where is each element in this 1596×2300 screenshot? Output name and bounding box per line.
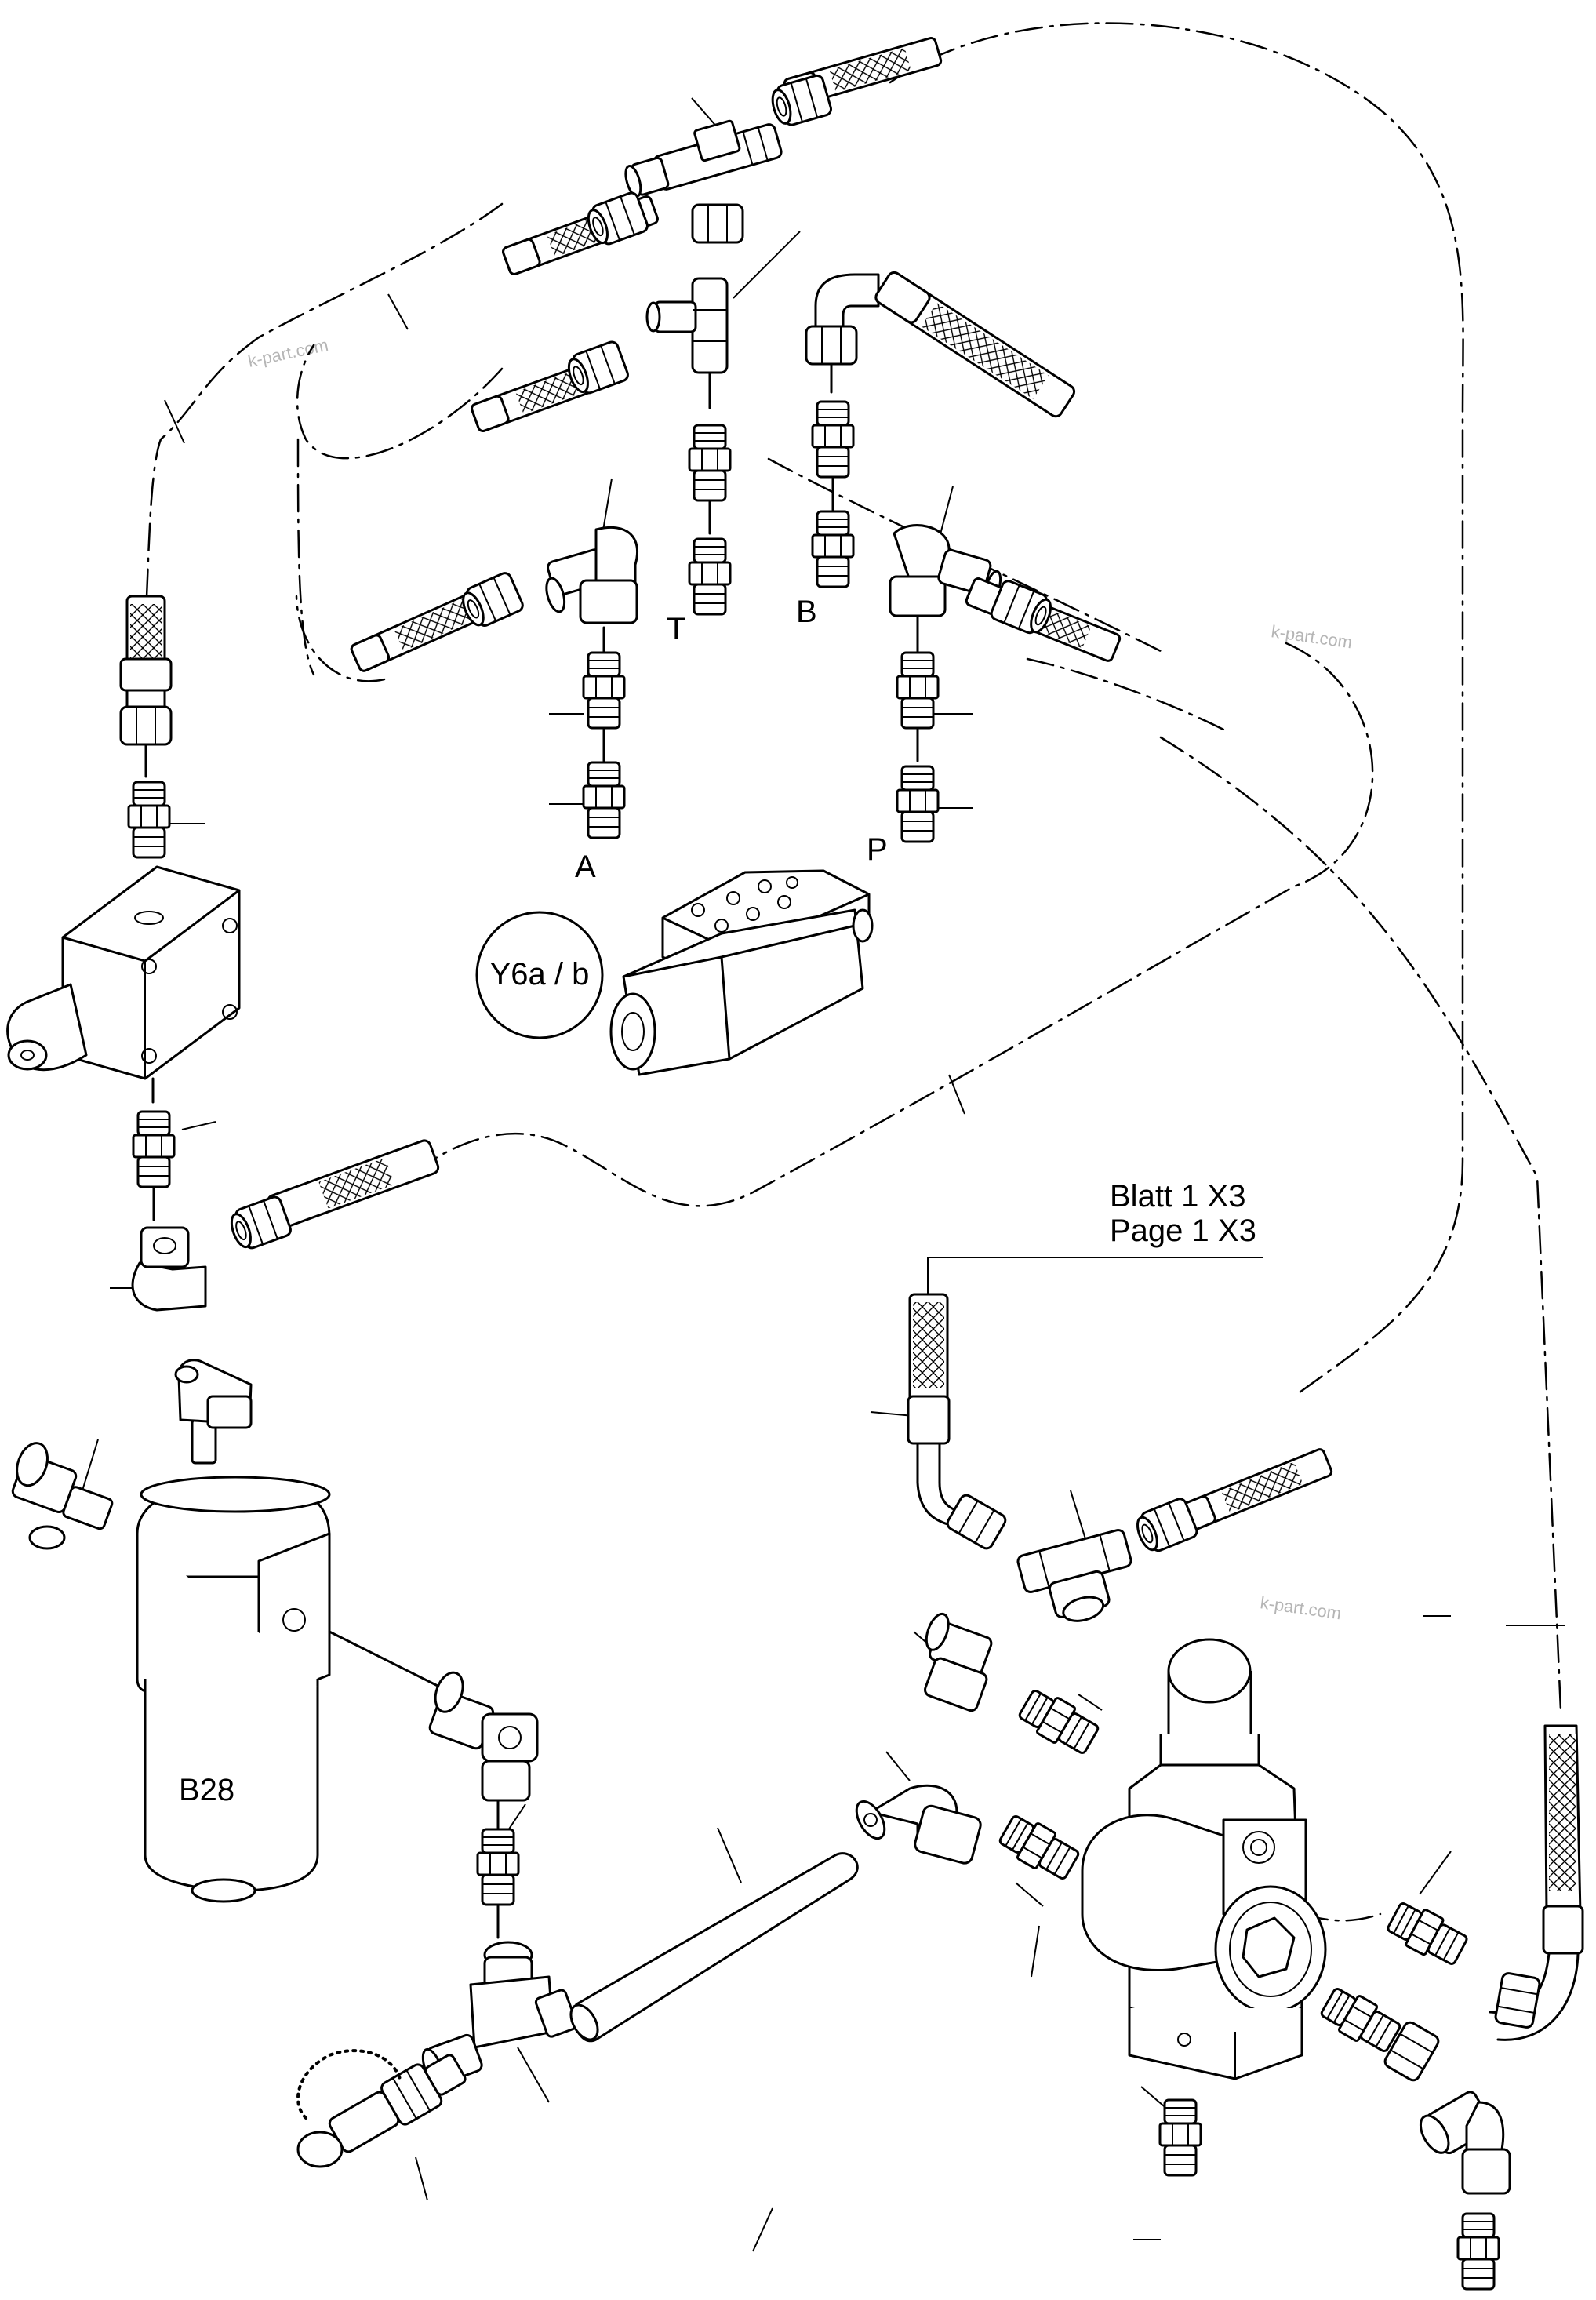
filter-outlet-assembly	[296, 1671, 859, 2168]
p-port-assembly	[889, 524, 1122, 843]
pressure-control-valve	[1081, 1638, 1327, 2080]
port-label-b: B	[796, 595, 817, 629]
valve-bottom-fitting	[1158, 2098, 1202, 2177]
watermark-1: k-part.com	[246, 335, 330, 371]
reference-line-1: Blatt 1 X3	[1110, 1179, 1245, 1214]
lower-right-fittings	[855, 1612, 1103, 1886]
solenoid-valve-y6ab: Y6a / b	[475, 869, 874, 1076]
filter-label: B28	[179, 1773, 234, 1807]
page-reference-callout: Blatt 1 X3 Page 1 X3	[927, 1179, 1263, 1294]
left-pressure-block-assembly	[6, 595, 440, 1312]
port-label-p: P	[867, 832, 888, 867]
watermark-2: k-part.com	[1270, 621, 1353, 652]
a-port-assembly	[348, 526, 639, 839]
b-port-assembly	[805, 271, 1076, 588]
right-return-hose	[1489, 1724, 1584, 2041]
valve-outlet-assembly	[1316, 1897, 1511, 2291]
filter-b28: B28	[11, 1359, 331, 1903]
port-label-a: A	[575, 850, 596, 884]
reference-line-2: Page 1 X3	[1110, 1214, 1256, 1248]
valve-label: Y6a / b	[490, 957, 590, 992]
port-label-t: T	[667, 612, 685, 646]
reference-hose-assembly	[907, 1293, 1334, 1622]
watermark-3: k-part.com	[1259, 1592, 1342, 1623]
upper-tee-assembly	[469, 35, 943, 616]
